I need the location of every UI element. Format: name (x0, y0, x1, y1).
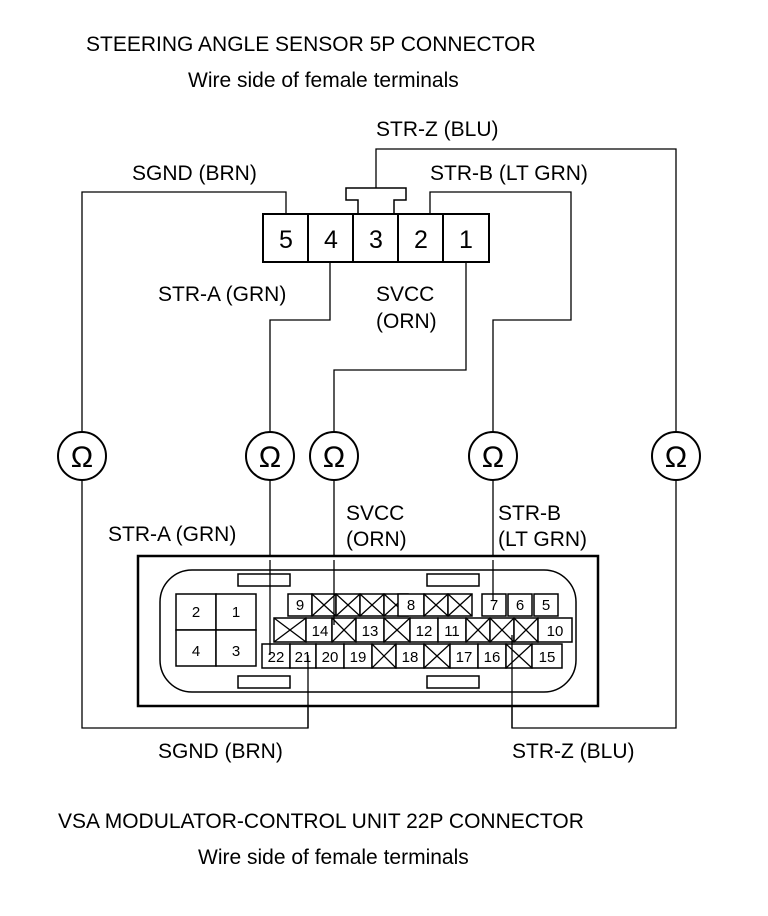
terminal-22: 22 (268, 649, 285, 666)
label-svcc-bottom: SVCC (346, 502, 404, 525)
svg-text:Ω: Ω (71, 441, 93, 474)
empty-terminal-icon (311, 593, 337, 617)
label-str-a-top: STR-A (GRN) (158, 283, 286, 306)
terminal-3: 3 (232, 643, 240, 660)
terminal-1: 1 (232, 604, 240, 621)
terminal-12: 12 (416, 623, 433, 640)
connector-body (262, 213, 490, 263)
connector-tab (426, 573, 480, 587)
ohmmeter-icon: Ω (468, 431, 518, 481)
terminal-19: 19 (350, 649, 367, 666)
empty-terminal-icon (505, 643, 533, 669)
ohmmeter-icon: Ω (309, 431, 359, 481)
label-str-z-bottom: STR-Z (BLU) (512, 740, 635, 763)
terminal-row-1: 9 8 7 6 5 (287, 593, 559, 617)
terminal-20: 20 (322, 649, 339, 666)
empty-terminal-icon (331, 617, 357, 643)
terminal-10: 10 (547, 623, 564, 640)
empty-terminal-icon (423, 593, 449, 617)
wire-str-a (269, 262, 331, 432)
label-str-b-bottom: STR-B (498, 502, 561, 525)
bottom-connector-title: VSA MODULATOR-CONTROL UNIT 22P CONNECTOR (58, 810, 584, 833)
label-str-z-top: STR-Z (BLU) (376, 118, 499, 141)
empty-terminal-icon (489, 617, 515, 643)
wires (81, 148, 677, 729)
terminal-row-2: 14 13 12 11 10 (273, 617, 573, 643)
terminal-16: 16 (484, 649, 501, 666)
label-sgnd-bottom: SGND (BRN) (158, 740, 283, 763)
svg-text:Ω: Ω (323, 441, 345, 474)
label-str-a-bottom: STR-A (GRN) (108, 523, 236, 546)
terminal-17: 17 (456, 649, 473, 666)
pin-2-label: 2 (414, 226, 428, 254)
connector-tab (237, 675, 291, 689)
terminal-4: 4 (192, 643, 200, 660)
ohmmeter-icon: Ω (57, 431, 107, 481)
probe-leads (269, 560, 513, 728)
empty-terminal-icon (273, 617, 307, 643)
terminal-18: 18 (402, 649, 419, 666)
connector-tab (237, 573, 291, 587)
terminal-21: 21 (295, 649, 312, 666)
terminal-row-3: 22 21 20 19 18 17 16 15 (261, 643, 563, 669)
terminal-2: 2 (192, 604, 200, 621)
empty-terminal-icon (447, 593, 473, 617)
terminal-6: 6 (516, 597, 524, 614)
terminal-14: 14 (312, 623, 329, 640)
pin-1-label: 1 (459, 226, 473, 254)
label-svcc-top: SVCC (376, 283, 434, 306)
wire-str-b (429, 191, 572, 432)
label-sgnd-top: SGND (BRN) (132, 162, 257, 185)
vsa-modulator-connector: 2 1 4 3 9 8 7 6 5 (136, 554, 600, 708)
label-str-b-top: STR-B (LT GRN) (430, 162, 588, 185)
terminal-11: 11 (444, 623, 460, 640)
top-connector-subtitle: Wire side of female terminals (188, 69, 459, 92)
label-svcc-bottom-color: (ORN) (346, 528, 407, 551)
terminal-13: 13 (362, 623, 379, 640)
pin-5-label: 5 (279, 226, 293, 254)
label-svcc-top-color: (ORN) (376, 310, 437, 333)
terminal-5: 5 (542, 597, 550, 614)
label-str-b-bottom-color: (LT GRN) (498, 528, 587, 551)
ohmmeters: Ω Ω Ω Ω Ω (57, 431, 701, 481)
pin-4-label: 4 (324, 226, 338, 254)
svg-text:Ω: Ω (665, 441, 687, 474)
empty-terminal-icon (513, 617, 539, 643)
ohmmeter-icon: Ω (245, 431, 295, 481)
empty-terminal-icon (335, 593, 361, 617)
top-connector-title: STEERING ANGLE SENSOR 5P CONNECTOR (86, 33, 536, 56)
ohmmeter-icon: Ω (651, 431, 701, 481)
terminal-9: 9 (296, 597, 304, 614)
svg-text:Ω: Ω (482, 441, 504, 474)
connector-latch (345, 187, 407, 215)
empty-terminal-icon (465, 617, 491, 643)
wire-sgnd (81, 191, 287, 432)
svg-text:Ω: Ω (259, 441, 281, 474)
terminal-15: 15 (539, 649, 556, 666)
terminal-7: 7 (490, 597, 498, 614)
connector-tab (426, 675, 480, 689)
wire-svcc (333, 262, 467, 432)
empty-terminal-icon (371, 643, 397, 669)
steering-angle-sensor-connector: 5 4 3 2 1 (262, 187, 490, 263)
wire-str-z (375, 148, 677, 432)
pin-3-label: 3 (369, 226, 383, 254)
empty-terminal-icon (383, 617, 411, 643)
empty-terminal-icon (423, 643, 451, 669)
empty-terminal-icon (359, 593, 385, 617)
bottom-connector-subtitle: Wire side of female terminals (198, 846, 469, 869)
terminal-8: 8 (407, 597, 415, 614)
